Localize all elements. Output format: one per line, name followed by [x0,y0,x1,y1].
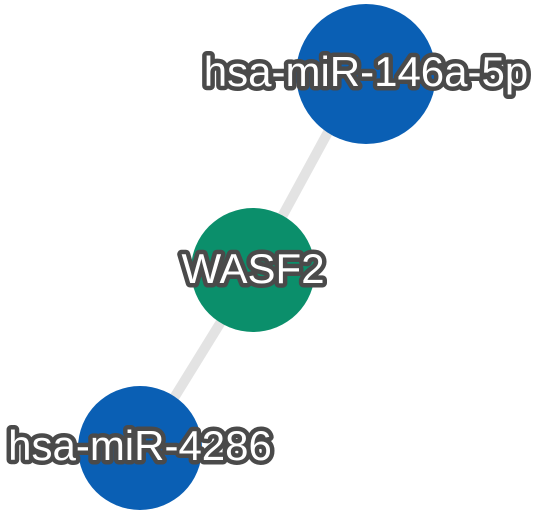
node-mir4286[interactable]: hsa-miR-4286 [4,386,276,510]
node-label-mir4286: hsa-miR-4286 [8,422,272,469]
node-mir146[interactable]: hsa-miR-146a-5p [199,4,533,144]
node-circle-wasf2[interactable] [191,208,315,332]
node-label-mir146: hsa-miR-146a-5p [204,48,528,95]
node-wasf2[interactable]: WASF2 [177,208,329,332]
node-circle-mir4286[interactable] [78,386,202,510]
node-circle-mir146[interactable] [296,4,436,144]
node-label-wasf2: WASF2 [181,245,324,292]
